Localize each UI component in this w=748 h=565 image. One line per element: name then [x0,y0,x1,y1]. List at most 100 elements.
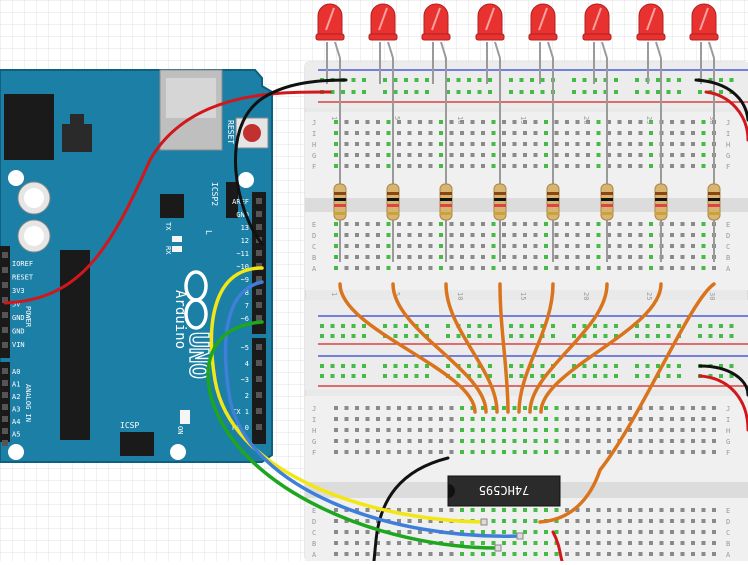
rail-hole [477,78,482,82]
chip-label: 74HC595 [479,483,530,497]
breadboard-hole [470,142,475,146]
breadboard-hole [575,244,580,248]
rail-hole [467,78,471,82]
breadboard-hole [670,508,674,512]
breadboard-hole [544,153,548,157]
breadboard-hole [533,120,538,124]
breadboard-hole [376,164,380,168]
led-highlight [431,7,441,31]
breadboard-hole [491,406,496,410]
breadboard-hole [617,164,622,168]
rail-hole [404,334,408,338]
breadboard-hole [407,541,412,545]
row-letter: F [312,163,316,171]
breadboard-hole [439,266,443,270]
rail-hole [414,364,419,368]
rail-hole [540,90,545,94]
breadboard-hole [701,406,706,410]
breadboard-hole [617,120,622,124]
breadboard-hole [355,255,359,259]
rail-hole [414,78,419,82]
breadboard-hole [596,142,601,146]
breadboard-hole [334,519,338,523]
rail-hole [509,78,513,82]
header-pin [256,211,262,217]
breadboard-hole [418,266,422,270]
breadboard-hole [596,233,601,237]
breadboard-hole [355,541,359,545]
digital-pin-label: 4 [245,360,249,368]
breadboard-hole [407,406,412,410]
rail-hole [698,324,702,328]
analog-label: ANALOG IN [24,384,32,422]
breadboard-hole [701,530,706,534]
breadboard-hole [670,450,674,454]
breadboard-hole [617,131,622,135]
rail-hole [530,324,534,328]
rail-hole [488,374,492,378]
breadboard-hole [344,530,349,534]
breadboard-hole [460,439,464,443]
breadboard-hole [565,406,569,410]
breadboard-hole [470,530,475,534]
breadboard-hole [407,255,412,259]
rail-hole [666,364,671,368]
rail-hole [467,90,471,94]
breadboard-hole [397,120,401,124]
breadboard-hole [397,439,401,443]
resistor-band [655,212,667,215]
breadboard-hole [628,153,632,157]
rail-hole [666,334,671,338]
breadboard-hole [617,428,622,432]
breadboard-hole [691,530,695,534]
shift-register-chip: 74HC595 [447,475,561,507]
breadboard-hole [670,552,674,556]
breadboard-hole [376,450,380,454]
breadboard-hole [397,530,401,534]
breadboard-hole [428,552,433,556]
breadboard-hole [596,244,601,248]
breadboard-hole [439,255,443,259]
breadboard-hole [670,233,674,237]
breadboard-hole [649,450,653,454]
breadboard-hole [712,508,716,512]
rail-hole [341,334,345,338]
breadboard-hole [575,142,580,146]
rail-hole [540,78,545,82]
breadboard-hole [481,233,485,237]
header-pin [2,392,8,398]
breadboard-hole [355,450,359,454]
breadboard-hole [428,233,433,237]
row-letter: C [726,529,730,537]
breadboard-hole [365,519,370,523]
breadboard-hole [386,233,391,237]
breadboard-hole [376,439,380,443]
breadboard-hole [460,233,464,237]
header-pin [2,252,8,258]
breadboard-hole [596,417,601,421]
breadboard-hole [533,142,538,146]
breadboard-hole [607,450,611,454]
breadboard-hole [649,255,653,259]
rail-hole [393,90,398,94]
icsp2-header [226,182,238,218]
rail-hole [666,90,671,94]
top-power-rail [305,62,748,108]
breadboard-hole [596,222,601,226]
column-number: 5 [393,116,401,120]
breadboard-hole [491,519,496,523]
breadboard-hole [596,428,601,432]
breadboard-hole [386,244,391,248]
breadboard-hole [418,428,422,432]
rail-hole [530,334,534,338]
rail-hole [414,334,419,338]
breadboard-hole [523,120,527,124]
rail-hole [519,364,524,368]
rail-hole [540,324,545,328]
rail-hole [362,90,366,94]
header-pin [256,250,262,256]
breadboard-hole [596,450,601,454]
breadboard-hole [428,131,433,135]
breadboard-hole [638,417,643,421]
